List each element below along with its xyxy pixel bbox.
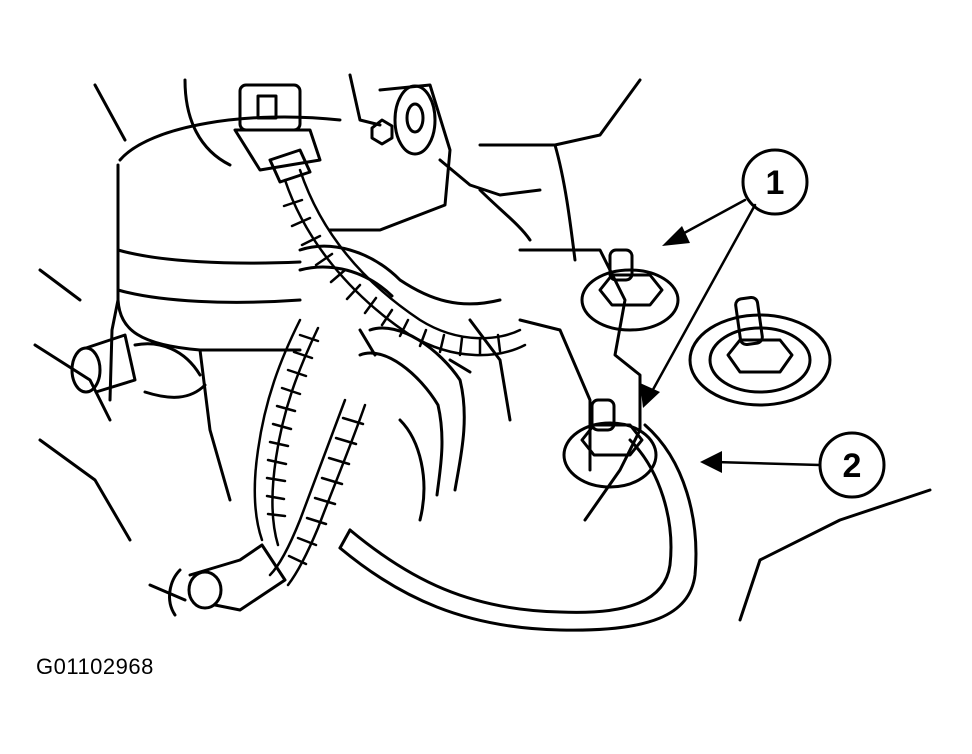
arrowhead-2 <box>700 451 722 473</box>
leader-1a <box>673 198 747 240</box>
leader-2 <box>713 460 822 467</box>
lower-connector <box>148 543 287 617</box>
callout-1-number: 1 <box>766 164 785 202</box>
arrowhead-1a <box>662 226 690 246</box>
stud-bolt-right <box>688 295 832 407</box>
cable-boot <box>298 244 502 497</box>
leader-1b <box>648 203 757 397</box>
ground-strap <box>338 423 698 632</box>
callout-2-number: 2 <box>843 447 862 485</box>
callout-1: 1 <box>741 148 809 216</box>
figure-id-label: G01102968 <box>36 654 154 679</box>
callout-leaders <box>648 198 822 467</box>
engine-background-outlines <box>33 73 932 622</box>
side-fitting <box>70 333 207 399</box>
top-connector <box>233 83 322 184</box>
upper-bracket <box>328 83 452 232</box>
stud-bolt-lower <box>562 398 658 489</box>
mounting-plate <box>398 248 642 522</box>
callout-arrowheads <box>640 226 722 473</box>
stud-bolt-upper <box>580 248 680 332</box>
wiring-harness-lower <box>253 318 367 587</box>
arrowhead-1b <box>640 383 660 408</box>
callout-2: 2 <box>818 431 886 499</box>
cylindrical-housing <box>108 115 342 502</box>
